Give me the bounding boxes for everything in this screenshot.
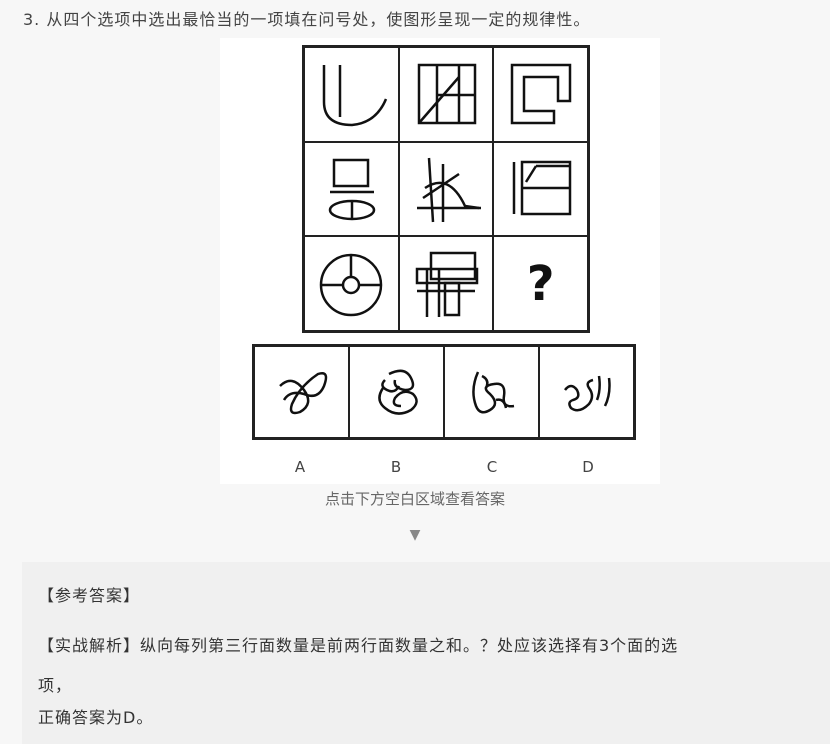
option-d-figure[interactable] [539, 346, 634, 438]
figure-u-arc [323, 65, 388, 127]
analysis-line-2: 项， [38, 676, 73, 695]
grid-cell-8 [398, 236, 494, 331]
option-c-label[interactable]: C [486, 458, 498, 476]
figure-circle-cross [320, 253, 383, 316]
analysis-line-1: 【实战解析】纵向每列第三行面数量是前两行面数量之和。？处应该选择有3个面的选 [38, 636, 679, 655]
puzzle-grid: ? [302, 45, 590, 333]
reveal-answer-hint[interactable]: 点击下方空白区域查看答案 [324, 490, 505, 508]
figure-rect-ellipse [329, 158, 376, 221]
grid-cell-7 [304, 236, 399, 331]
answer-title: 【参考答案】 [38, 586, 141, 605]
grid-cell-5 [398, 141, 494, 237]
analysis-text: 【实战解析】纵向每列第三行面数量是前两行面数量之和。？处应该选择有3个面的选 项… [38, 626, 818, 706]
answer-options [252, 344, 636, 440]
option-a-figure[interactable] [254, 346, 349, 438]
figure-e-shape [512, 160, 571, 216]
question-mark: ? [526, 255, 555, 312]
figure-overlapping-rects [415, 251, 479, 317]
grid-cell-6 [493, 141, 588, 237]
option-labels: A B C D [252, 458, 636, 476]
down-arrow-icon[interactable]: ▼ [409, 527, 421, 543]
option-c-figure[interactable] [444, 346, 539, 438]
option-a-label[interactable]: A [294, 458, 306, 476]
figure-spiral-square [510, 64, 571, 125]
grid-cell-9: ? [493, 236, 588, 331]
grid-cell-3 [493, 47, 588, 142]
figure-area [220, 38, 660, 484]
figure-h-diagonal [417, 64, 477, 125]
option-b-figure[interactable] [349, 346, 444, 438]
grid-cell-4 [304, 141, 399, 237]
option-b-label[interactable]: B [390, 458, 402, 476]
grid-cell-1 [304, 47, 399, 142]
figure-crossed-lines [416, 157, 481, 223]
question-text: 3. 从四个选项中选出最恰当的一项填在问号处，使图形呈现一定的规律性。 [23, 10, 591, 29]
grid-cell-2 [398, 47, 494, 142]
option-d-label[interactable]: D [582, 458, 594, 476]
final-answer: 正确答案为D。 [38, 708, 154, 727]
answer-panel[interactable] [22, 562, 830, 744]
